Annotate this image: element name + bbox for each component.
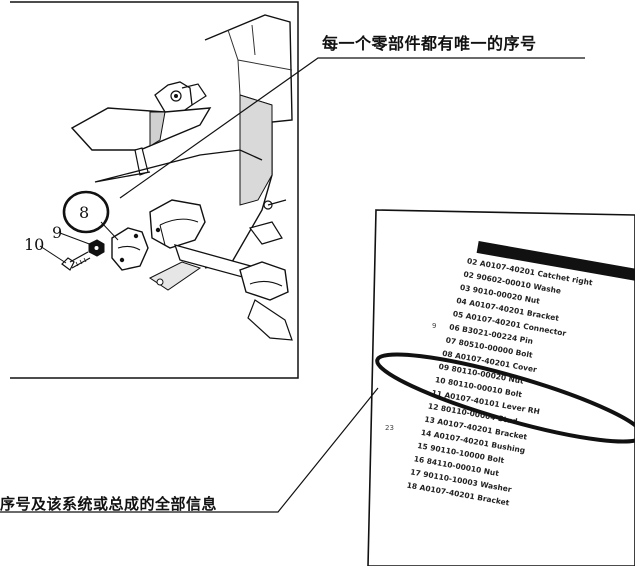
side-number-9: 9 — [432, 322, 436, 330]
drawing-frame — [10, 1, 299, 379]
exploded-view-drawing: 8 9 10 — [10, 1, 299, 379]
parts-page-sheet — [367, 209, 635, 566]
callout-unique-part-number: 每一个零部件都有唯一的序号 — [322, 34, 537, 53]
bottom-callout-leader — [0, 387, 379, 513]
clamp-left-half — [111, 227, 149, 271]
top-callout-leader — [119, 57, 585, 199]
clamp-right-half — [149, 199, 206, 249]
bolt-part-10 — [61, 251, 91, 271]
nut-part-9 — [88, 239, 105, 257]
leader-line-10 — [39, 245, 67, 264]
lower-shaft — [149, 244, 293, 341]
hinge-bracket — [154, 81, 207, 113]
connecting-rod — [94, 149, 263, 183]
leader-line-9 — [59, 232, 93, 246]
table-highlight-ellipse — [375, 352, 635, 444]
pedal-plate — [70, 107, 212, 176]
part-number-9: 9 — [52, 223, 62, 242]
side-number-23: 23 — [385, 424, 394, 432]
part-number-8: 8 — [79, 203, 89, 222]
part-8-highlight-circle — [62, 190, 110, 234]
table-header-bar — [476, 241, 635, 282]
side-fittings — [248, 199, 287, 245]
part-number-10: 10 — [24, 235, 44, 254]
chassis-inner-lines — [227, 24, 293, 106]
callout-assembly-info: 序号及该系统或总成的全部信息 — [0, 495, 218, 513]
chassis-shading — [239, 94, 273, 206]
